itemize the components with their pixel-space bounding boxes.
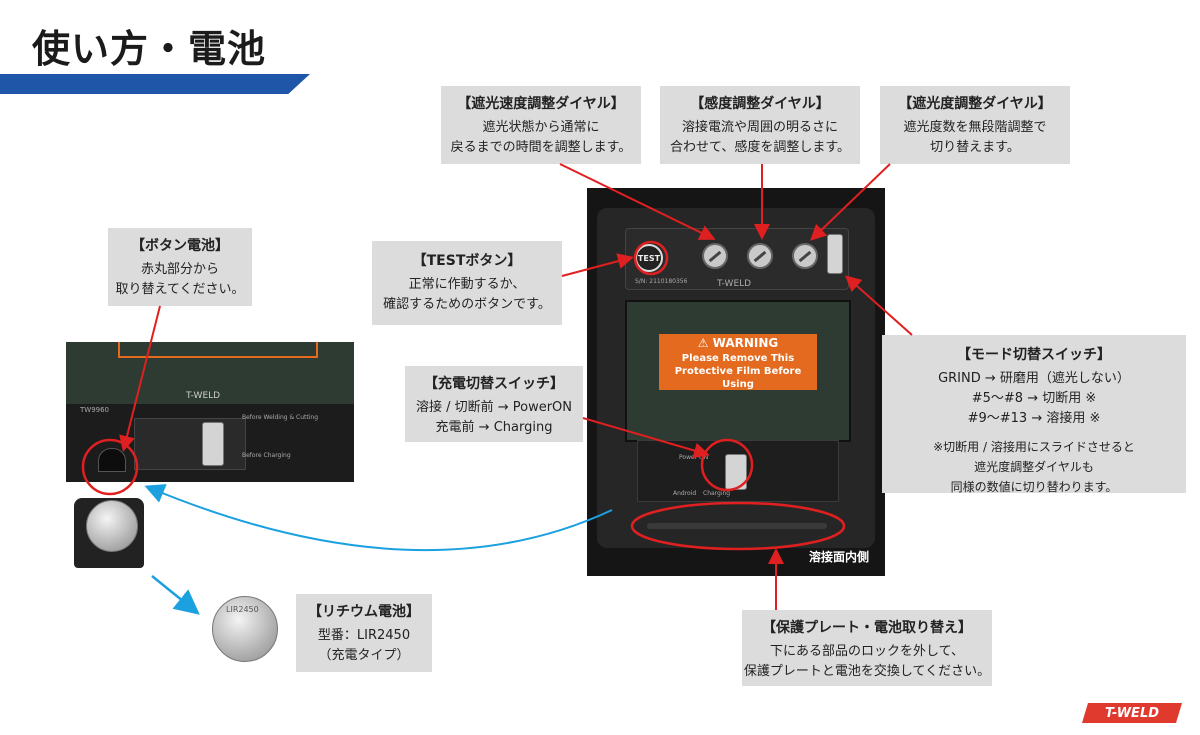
test-button[interactable]: TEST: [635, 244, 663, 272]
main-cartridge-photo: TEST S/N: 2110180356 T-WELD ⚠ WARNING Pl…: [587, 188, 885, 576]
battery-slot[interactable]: [98, 448, 126, 472]
callout-shade-dial: 【遮光度調整ダイヤル】 遮光度数を無段階調整で 切り替えます。: [880, 86, 1070, 164]
callout-heading: 【遮光度調整ダイヤル】: [898, 96, 1052, 112]
cartridge-brand: T-WELD: [717, 279, 752, 289]
callout-line: 取り替えてください。: [115, 282, 245, 297]
closeup-lens: [66, 342, 354, 404]
callout-line: #5～#8 → 切断用 ※: [971, 391, 1097, 406]
callout-heading: 【ボタン電池】: [131, 238, 229, 254]
switch-label-on: Power ON: [679, 454, 709, 461]
callout-lithium-battery: 【リチウム電池】 型番：LIR2450 （充電タイプ）: [296, 594, 432, 672]
callout-line: 戻るまでの時間を調整します。: [450, 140, 632, 155]
callout-heading: 【TESTボタン】: [412, 253, 522, 269]
closeup-compartment: [134, 418, 246, 470]
callout-line: 下にある部品のロックを外して、: [770, 644, 964, 659]
android-label: Android: [673, 490, 697, 497]
lithium-battery-print: LIR2450: [226, 605, 259, 614]
callout-protective-plate: 【保護プレート・電池取り替え】 下にある部品のロックを外して、 保護プレートと電…: [742, 610, 992, 686]
brand-logo: T-WELD: [1082, 703, 1182, 723]
closeup-warning-edge: [118, 342, 318, 358]
callout-mode-switch: 【モード切替スイッチ】 GRIND → 研磨用（遮光しない） #5～#8 → 切…: [882, 335, 1186, 494]
callout-line: 保護プレートと電池を交換してください。: [743, 664, 991, 679]
arrow-to-lithium-battery: [151, 575, 200, 615]
shade-dial[interactable]: [792, 243, 818, 269]
callout-charge-switch: 【充電切替スイッチ】 溶接 / 切断前 → PowerON 充電前 → Char…: [405, 366, 583, 442]
warning-line: Please Remove This: [681, 353, 795, 364]
callout-heading: 【モード切替スイッチ】: [957, 347, 1111, 363]
page-title: 使い方・電池: [32, 27, 267, 71]
button-battery: [86, 500, 138, 552]
callout-note: ※切断用 / 溶接用にスライドさせると: [933, 440, 1135, 454]
callout-line: （充電タイプ）: [318, 648, 410, 663]
callout-heading: 【保護プレート・電池取り替え】: [762, 620, 972, 636]
arrow-to-battery-closeup: [144, 484, 613, 552]
callout-test-button: 【TESTボタン】 正常に作動するか、 確認するためのボタンです。: [372, 241, 562, 325]
lithium-battery: [212, 596, 278, 662]
sensitivity-dial[interactable]: [747, 243, 773, 269]
warning-heading: ⚠ WARNING: [697, 336, 779, 350]
callout-line: 充電前 → Charging: [435, 420, 553, 435]
photo-caption: 溶接面内側: [809, 550, 870, 564]
charge-switch[interactable]: [725, 454, 747, 490]
callout-line: 切り替えます。: [930, 140, 1020, 155]
callout-line: 遮光状態から通常に: [482, 120, 600, 135]
callout-heading: 【遮光速度調整ダイヤル】: [457, 96, 625, 112]
closeup-charge-switch[interactable]: [202, 422, 224, 466]
closeup-model: TW9960: [80, 406, 110, 414]
closeup-text: Before Welding & Cutting: [242, 414, 319, 421]
speed-dial[interactable]: [702, 243, 728, 269]
callout-heading: 【感度調整ダイヤル】: [690, 96, 830, 112]
callout-heading: 【充電切替スイッチ】: [424, 376, 564, 392]
callout-line: 確認するためのボタンです。: [383, 297, 551, 312]
callout-line: 赤丸部分から: [140, 262, 219, 277]
callout-button-battery: 【ボタン電池】 赤丸部分から 取り替えてください。: [108, 228, 252, 306]
closeup-text: Before Charging: [242, 452, 291, 459]
callout-line: 遮光度数を無段階調整で: [903, 120, 1047, 135]
callout-sensitivity-dial: 【感度調整ダイヤル】 溶接電流や周囲の明るさに 合わせて、感度を調整します。: [660, 86, 860, 164]
callout-note: 同様の数値に切り替わります。: [950, 480, 1118, 494]
mode-switch[interactable]: [827, 234, 843, 274]
callout-line: GRIND → 研磨用（遮光しない）: [938, 371, 1130, 386]
serial-number: S/N: 2110180356: [635, 278, 688, 285]
warning-line: Protective Film Before Using: [674, 366, 802, 390]
callout-line: 合わせて、感度を調整します。: [669, 140, 851, 155]
callout-line: 型番：LIR2450: [317, 628, 411, 643]
callout-note: 遮光度調整ダイヤルも: [974, 460, 1094, 474]
callout-line: 溶接電流や周囲の明るさに: [681, 120, 838, 135]
callout-line: #9～#13 → 溶接用 ※: [967, 411, 1101, 426]
protective-plate-lock: [647, 523, 827, 529]
callout-line: 溶接 / 切断前 → PowerON: [415, 400, 573, 415]
title-underline-bar: [0, 74, 310, 94]
callout-speed-dial: 【遮光速度調整ダイヤル】 遮光状態から通常に 戻るまでの時間を調整します。: [441, 86, 641, 164]
battery-closeup-photo: TW9960 T-WELD Before Welding & Cutting B…: [66, 342, 354, 482]
closeup-brand: T-WELD: [186, 391, 221, 401]
warning-sticker: ⚠ WARNING Please Remove This Protective …: [659, 334, 817, 390]
callout-heading: 【リチウム電池】: [308, 604, 420, 620]
callout-line: 正常に作動するか、: [408, 277, 526, 292]
switch-label-charging: Charging: [703, 490, 731, 497]
